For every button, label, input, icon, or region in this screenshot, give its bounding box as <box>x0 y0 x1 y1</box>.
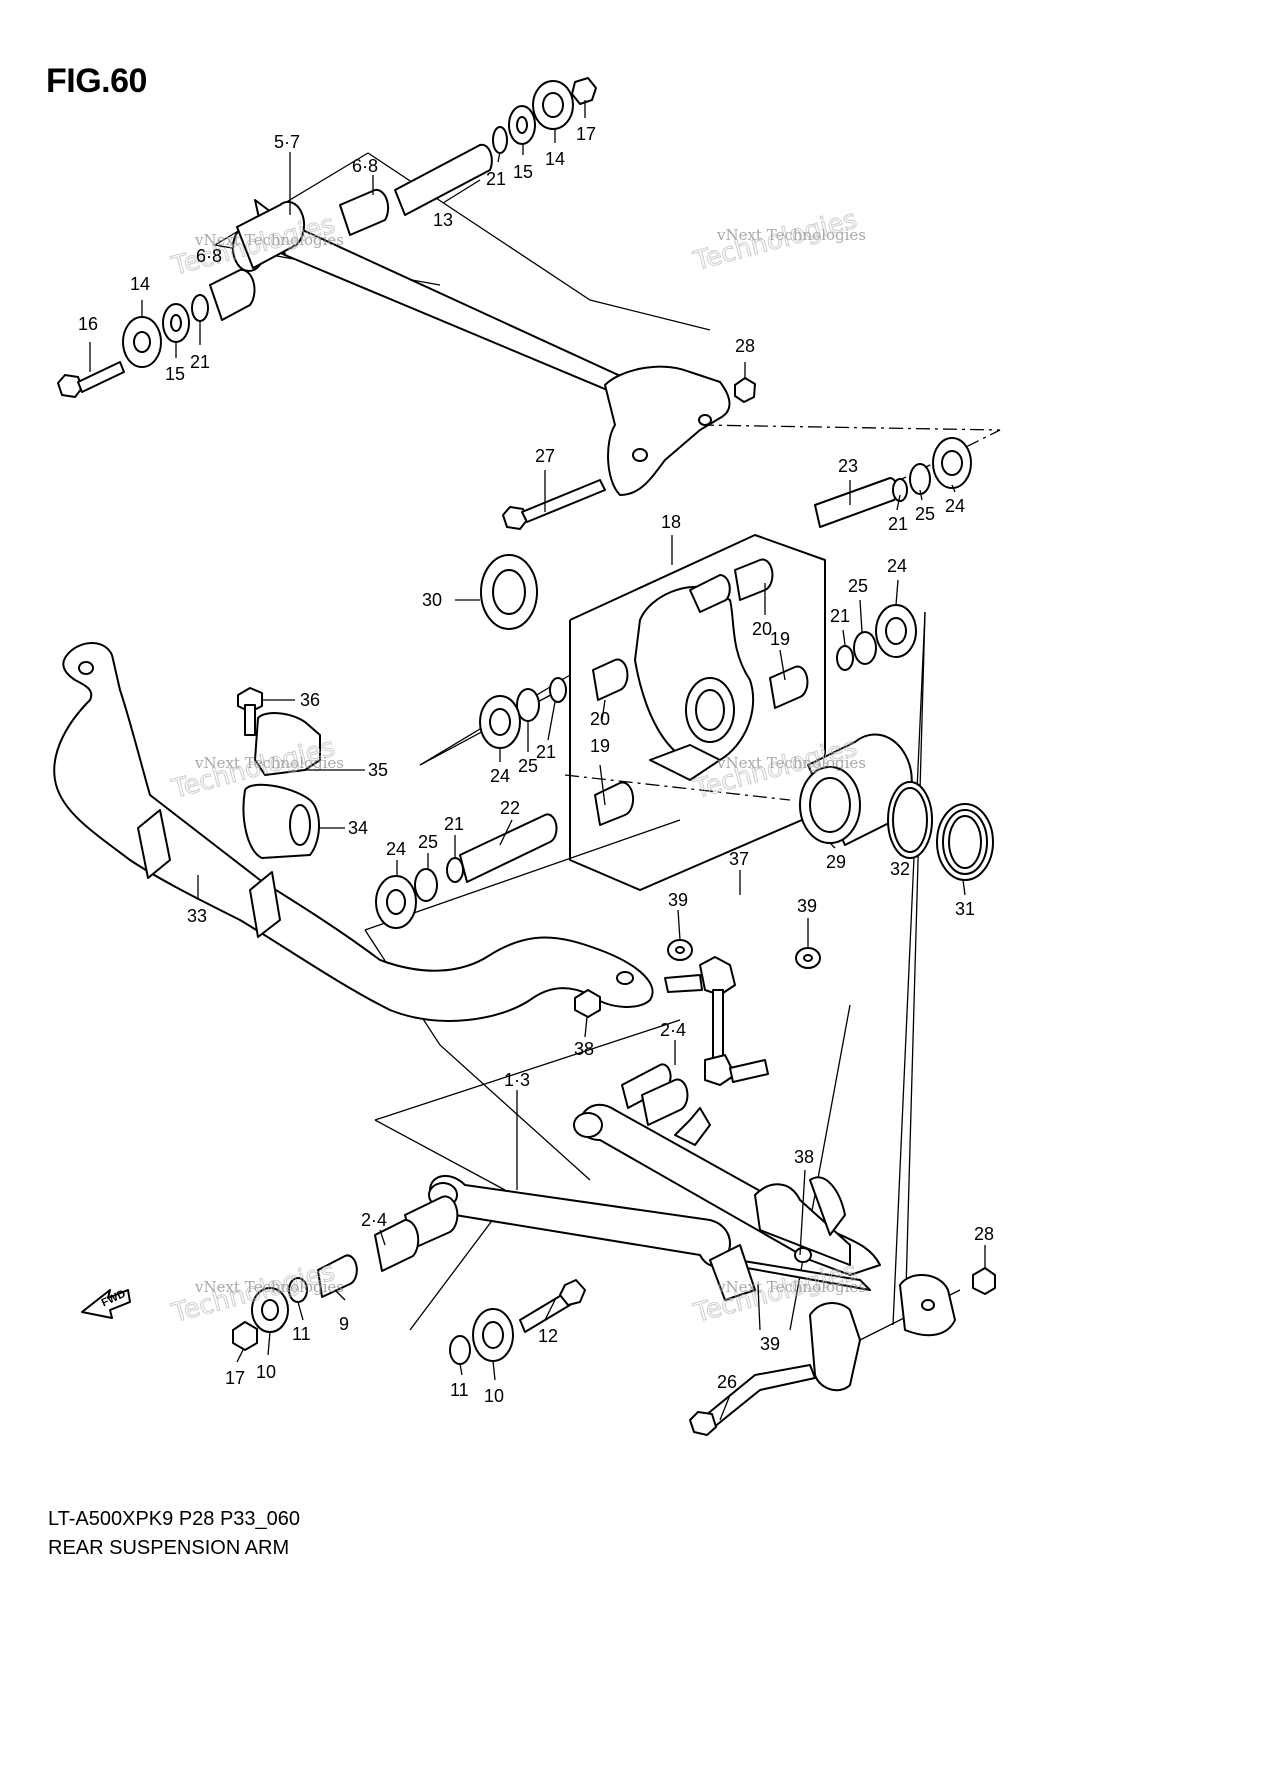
upper-bushings <box>57 77 756 530</box>
callout-32: 32 <box>890 859 910 879</box>
callout-19: 19 <box>770 629 790 649</box>
callout-15: 15 <box>513 162 533 182</box>
callout-33: 33 <box>187 906 207 926</box>
callout-20: 20 <box>590 709 610 729</box>
model-code: LT-A500XPK9 P28 P33_060 <box>48 1508 301 1530</box>
callout-20: 20 <box>752 619 772 639</box>
guide-lines <box>213 152 1001 1341</box>
callout-21: 21 <box>536 742 556 762</box>
watermark-text: vNext Technologies <box>194 1278 344 1296</box>
fwd-arrow-icon: FWD <box>81 1288 131 1319</box>
diagram-name: REAR SUSPENSION ARM <box>48 1537 290 1559</box>
callout-25: 25 <box>848 576 868 596</box>
stabilizer-bushing-set <box>237 687 321 859</box>
callout-25: 25 <box>915 504 935 524</box>
watermark-text: vNext Technologies <box>194 754 344 772</box>
callout-labels: 5·7 6·8 6·8 13 21 15 14 17 14 16 15 21 2… <box>78 124 994 1406</box>
callout-39: 39 <box>760 1334 780 1354</box>
callout-15: 15 <box>165 364 185 384</box>
callout-23: 23 <box>838 456 858 476</box>
callout-18: 18 <box>661 512 681 532</box>
stabilizer-link <box>574 939 821 1086</box>
callout-31: 31 <box>955 899 975 919</box>
callout-28: 28 <box>735 336 755 356</box>
callout-22: 22 <box>500 798 520 818</box>
callout-39: 39 <box>797 896 817 916</box>
callout-17: 17 <box>576 124 596 144</box>
callout-6-8: 6·8 <box>352 156 378 176</box>
callout-1-3: 1·3 <box>504 1070 530 1090</box>
lower-a-arm <box>232 1063 996 1436</box>
callout-24: 24 <box>945 496 965 516</box>
callout-38: 38 <box>574 1039 594 1059</box>
callout-2-4: 2·4 <box>361 1210 387 1230</box>
callout-37: 37 <box>729 849 749 869</box>
callout-5-7: 5·7 <box>274 132 300 152</box>
callout-12: 12 <box>538 1326 558 1346</box>
callout-14: 14 <box>545 149 565 169</box>
callout-6-8: 6·8 <box>196 246 222 266</box>
callout-30: 30 <box>422 590 442 610</box>
callout-24: 24 <box>887 556 907 576</box>
callout-28: 28 <box>974 1224 994 1244</box>
callout-25: 25 <box>418 832 438 852</box>
callout-24: 24 <box>490 766 510 786</box>
callout-35: 35 <box>368 760 388 780</box>
callout-21: 21 <box>190 352 210 372</box>
callout-17: 17 <box>225 1368 245 1388</box>
callout-11: 11 <box>450 1380 469 1400</box>
callout-25: 25 <box>518 756 538 776</box>
callout-13: 13 <box>433 210 453 230</box>
knuckle-housing <box>479 437 994 891</box>
callout-27: 27 <box>535 446 555 466</box>
callout-10: 10 <box>484 1386 504 1406</box>
callout-24: 24 <box>386 839 406 859</box>
callout-10: 10 <box>256 1362 276 1382</box>
watermark-text: vNext Technologies <box>716 754 866 772</box>
watermark-text: vNext Technologies <box>194 231 344 249</box>
callout-34: 34 <box>348 818 368 838</box>
callout-19: 19 <box>590 736 610 756</box>
callout-39: 39 <box>668 890 688 910</box>
callout-21: 21 <box>888 514 908 534</box>
callout-36: 36 <box>300 690 320 710</box>
callout-38: 38 <box>794 1147 814 1167</box>
stabilizer-bar <box>53 642 654 1022</box>
callout-29: 29 <box>826 852 846 872</box>
callout-11: 11 <box>292 1324 311 1344</box>
callout-21: 21 <box>444 814 464 834</box>
callout-2-4: 2·4 <box>660 1020 686 1040</box>
watermark-text: vNext Technologies <box>716 1278 866 1296</box>
callout-21: 21 <box>830 606 850 626</box>
watermark-text: vNext Technologies <box>716 226 866 244</box>
callout-21: 21 <box>486 169 506 189</box>
callout-16: 16 <box>78 314 98 334</box>
callout-leaders <box>89 100 986 1421</box>
callout-26: 26 <box>717 1372 737 1392</box>
mid-bushings <box>375 813 558 929</box>
callout-14: 14 <box>130 274 150 294</box>
figure-title: FIG.60 <box>46 62 147 100</box>
callout-9: 9 <box>339 1314 349 1334</box>
